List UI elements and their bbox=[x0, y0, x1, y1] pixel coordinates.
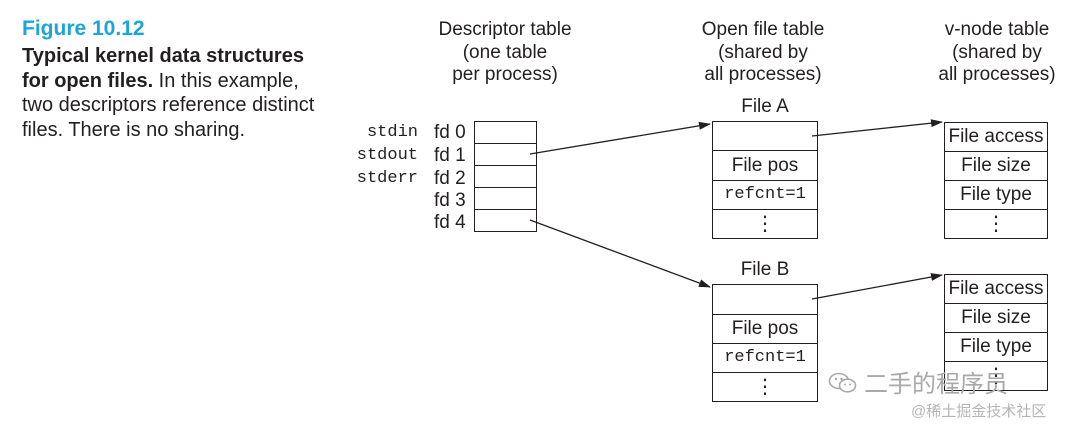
open-file-header-line: (shared by bbox=[718, 41, 808, 63]
stream-label-stdin: stdin bbox=[366, 123, 418, 142]
descriptor-header-line: per process) bbox=[452, 64, 558, 85]
descriptor-cell-fd4 bbox=[474, 209, 537, 232]
vnode-b-cell-file-type: File type bbox=[944, 332, 1048, 362]
stream-label-stdout: stdout bbox=[356, 146, 418, 165]
wechat-watermark: 二手的程序员 bbox=[828, 364, 1008, 399]
wechat-icon bbox=[828, 372, 857, 393]
file-b-cell-file-pos: File pos bbox=[712, 314, 818, 344]
fd-label-1: fd 1 bbox=[434, 145, 466, 166]
descriptor-table-header: Descriptor table (one table per process) bbox=[425, 19, 585, 87]
vnode-a-cell-file-type: File type bbox=[944, 180, 1048, 210]
vnode-b-cell-ellipsis: ⋮ bbox=[944, 361, 1048, 391]
file-a-cell-file-pos: File pos bbox=[712, 150, 818, 181]
vnode-a-cell-ellipsis: ⋮ bbox=[944, 209, 1048, 239]
stream-label-stderr: stderr bbox=[356, 169, 418, 188]
open-file-header-line: Open file table bbox=[701, 19, 825, 40]
arrow-file-a-to-vnode-a bbox=[811, 119, 943, 137]
caption-bold: Typical kernel data structures for open … bbox=[22, 45, 304, 92]
arrow-file-b-to-vnode-b bbox=[811, 273, 943, 300]
file-b-cell-refcnt: refcnt=1 bbox=[712, 343, 818, 373]
descriptor-header-line: Descriptor table bbox=[438, 19, 572, 40]
fd-label-3: fd 3 bbox=[434, 190, 466, 211]
fd-label-2: fd 2 bbox=[434, 168, 466, 189]
fd-label-4: fd 4 bbox=[434, 212, 466, 233]
caption-body: In this example, two descriptors referen… bbox=[22, 69, 315, 141]
file-a-cell-refcnt: refcnt=1 bbox=[712, 180, 818, 210]
vnode-header-line: v-node table bbox=[944, 19, 1050, 40]
file-a-cell-ellipsis: ⋮ bbox=[712, 209, 818, 239]
juejin-watermark: @稀土掘金技术社区 bbox=[911, 403, 1047, 420]
arrow-fd4-to-file-b bbox=[529, 219, 711, 288]
figure-caption: Figure 10.12 Typical kernel data structu… bbox=[22, 16, 322, 142]
descriptor-header-line: (one table bbox=[462, 41, 548, 63]
arrow-fd1-to-file-a bbox=[529, 121, 711, 155]
vnode-header-line: (shared by bbox=[952, 41, 1042, 63]
file-b-title: File B bbox=[740, 259, 790, 280]
fd-label-0: fd 0 bbox=[434, 122, 466, 143]
figure-label: Figure 10.12 bbox=[22, 17, 145, 40]
file-a-cell-0 bbox=[712, 121, 818, 151]
wechat-watermark-text: 二手的程序员 bbox=[864, 371, 1008, 398]
open-file-header-line: all processes) bbox=[704, 64, 822, 85]
vnode-a-cell-file-access: File access bbox=[944, 122, 1048, 152]
file-a-title: File A bbox=[741, 96, 789, 117]
caption-text: Typical kernel data structures for open … bbox=[22, 44, 322, 142]
file-b-cell-ellipsis: ⋮ bbox=[712, 372, 818, 402]
vnode-header-line: all processes) bbox=[938, 64, 1056, 85]
open-file-table-header: Open file table (shared by all processes… bbox=[688, 19, 838, 87]
vnode-table-header: v-node table (shared by all processes) bbox=[922, 19, 1072, 87]
vnode-b-cell-file-size: File size bbox=[944, 303, 1048, 333]
vnode-a-cell-file-size: File size bbox=[944, 151, 1048, 181]
